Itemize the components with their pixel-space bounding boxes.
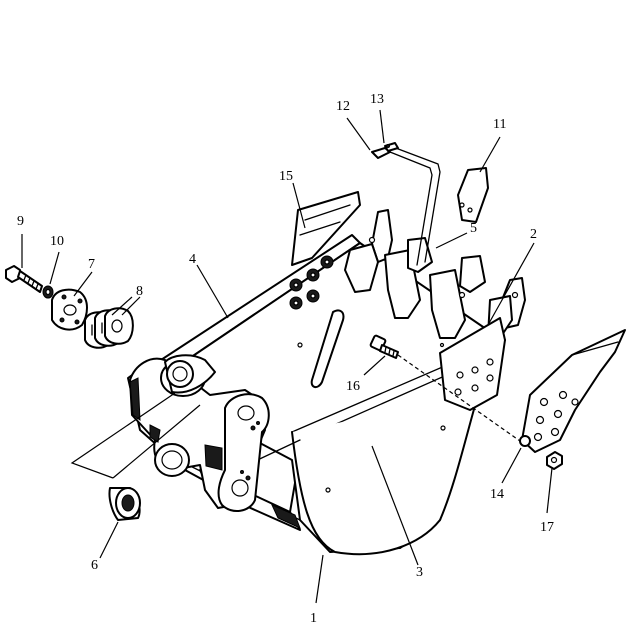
- callout-15: 15: [279, 169, 293, 184]
- callout-12: 12: [336, 99, 350, 114]
- callout-8: 8: [136, 284, 143, 299]
- callout-7: 7: [88, 257, 95, 272]
- callout-6: 6: [91, 558, 98, 573]
- callout-9: 9: [17, 214, 24, 229]
- callout-11: 11: [493, 117, 506, 132]
- tooth-adapters: [344, 209, 526, 339]
- callout-14: 14: [490, 487, 504, 502]
- inner-brace: [310, 309, 345, 388]
- callout-2: 2: [530, 227, 537, 242]
- callout-13: 13: [370, 92, 384, 107]
- callout-16: 16: [346, 379, 360, 394]
- bolt-part-16: [369, 334, 399, 359]
- callout-10: 10: [50, 234, 64, 249]
- retainer-12-13: [371, 142, 399, 159]
- callout-5: 5: [470, 221, 477, 236]
- tooth-points: [407, 167, 489, 293]
- leader-lines: [21, 109, 553, 604]
- bushing-part-6: [108, 487, 141, 521]
- side-cutter-left: [289, 191, 361, 310]
- washer-part-10: [42, 285, 54, 299]
- pin-bushing: [164, 354, 216, 394]
- side-cutter-right: [521, 329, 626, 453]
- callout-3: 3: [416, 565, 423, 580]
- callout-4: 4: [189, 252, 196, 267]
- callout-1: 1: [310, 611, 317, 625]
- shim-stack-8: [84, 307, 134, 349]
- right-side-plate: [439, 317, 506, 411]
- lock-pin-path: [384, 146, 441, 266]
- callout-17: 17: [540, 520, 554, 535]
- bolt-part-9: [5, 265, 43, 293]
- boss-plate-7: [51, 288, 88, 331]
- callout-labels: 1 2 3 4 5 6 7 8 9 10 11 12 13 14 15 16 1…: [17, 92, 554, 625]
